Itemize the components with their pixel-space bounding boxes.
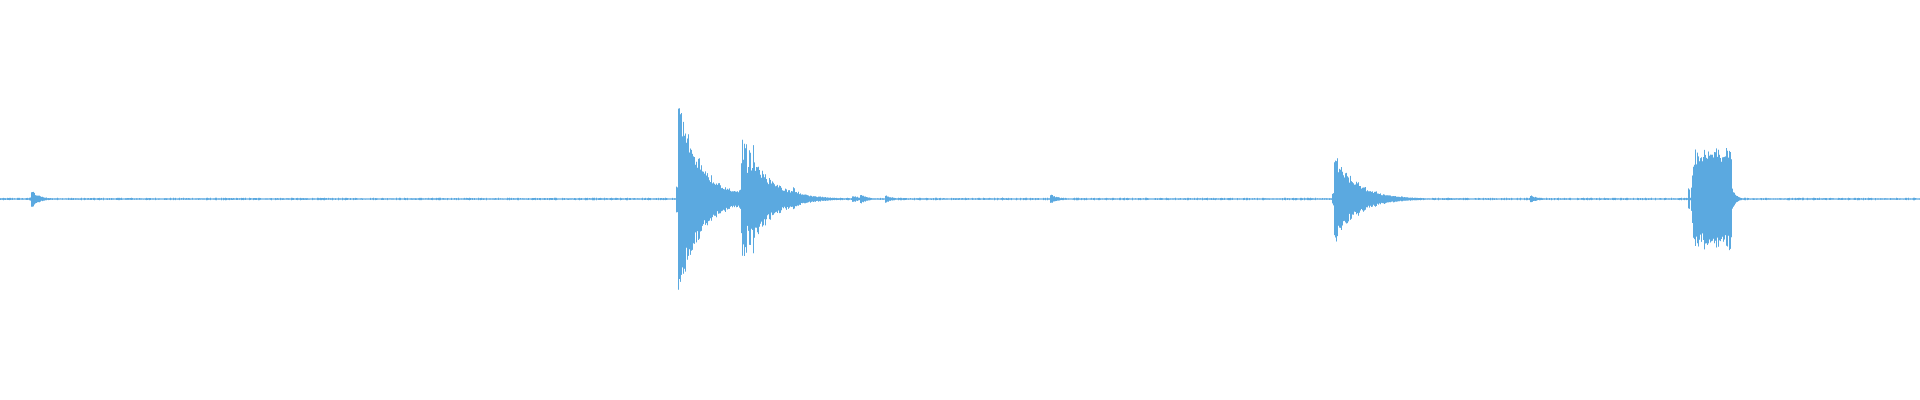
waveform-signal xyxy=(0,108,1920,290)
